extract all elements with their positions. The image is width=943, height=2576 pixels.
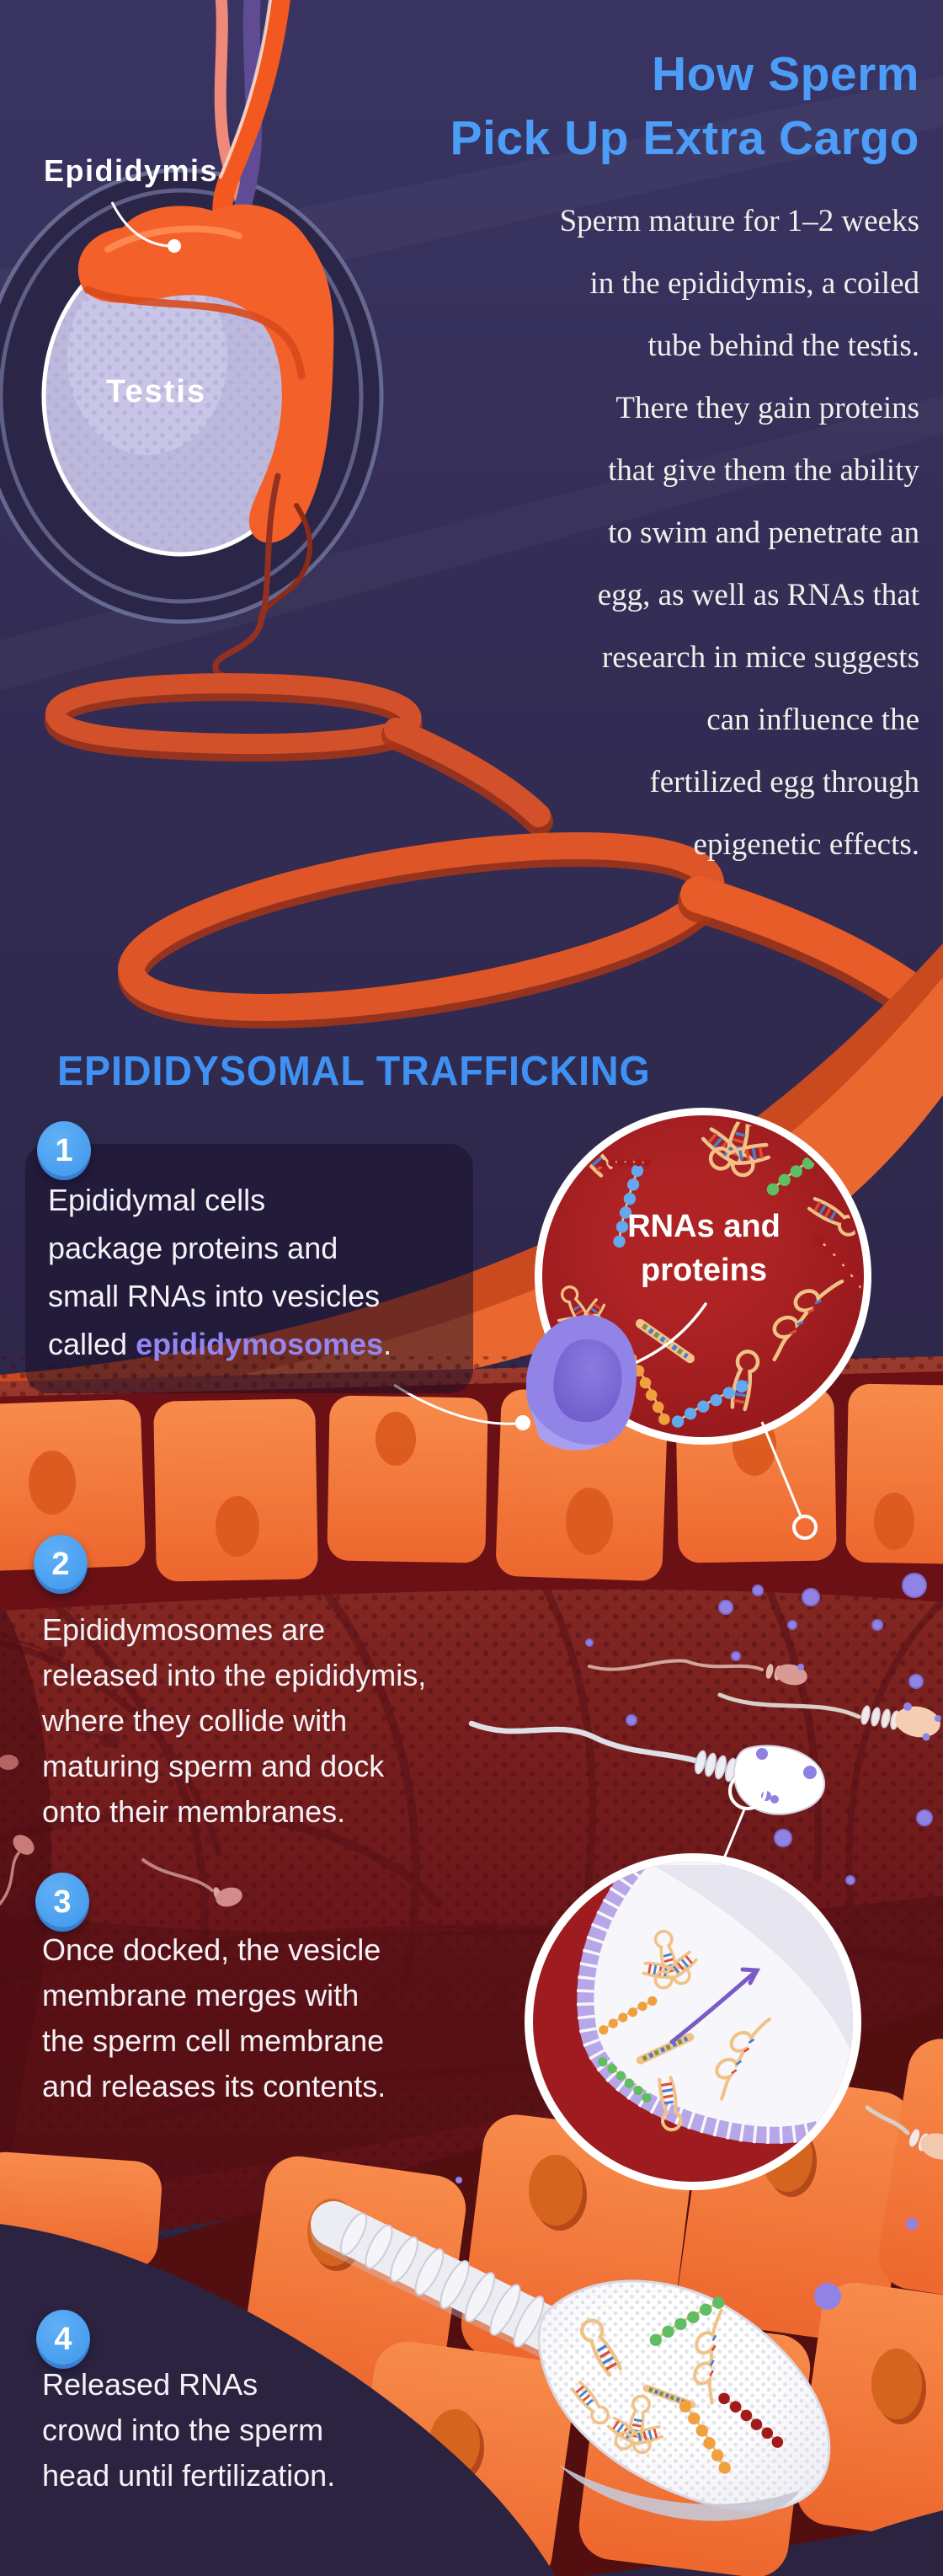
step-1-panel [25,1144,473,1393]
step-1-badge: 1 [37,1121,91,1180]
step-4-text: Released RNAs crowd into the sperm head … [42,2367,336,2493]
intro-paragraph: Sperm mature for 1–2 weeks in the epidid… [559,204,919,862]
step-1-text: Epididymal cells package proteins and sm… [48,1183,392,1361]
fusion-callout-line [722,1809,746,1859]
step-2-number: 2 [51,1546,70,1582]
epididymis-shape [77,204,334,628]
epididymis-label: Epididymis [44,153,219,188]
step-4-number: 4 [54,2321,72,2357]
step-3-number: 3 [53,1884,72,1920]
testis-label: Testis [106,374,207,409]
step-3-badge: 3 [35,1873,89,1932]
page-title: How Sperm Pick Up Extra Cargo [450,47,919,165]
inset-callout-line [760,1421,818,1540]
vesicle-leader-line [393,1383,530,1430]
step-2-text: Epididymosomes are released into the epi… [42,1612,427,1829]
cell-nuclei [29,1412,914,1557]
sperm-silhouettes [0,1631,498,1940]
step-2-badge: 2 [34,1535,88,1594]
epididymosomes-highlight: epididymosomes [136,1327,384,1361]
step-1-number: 1 [55,1132,73,1168]
release-arrow [669,1967,761,2044]
step-4-badge: 4 [36,2310,90,2369]
section-heading: EPIDIDYSOMAL TRAFFICKING [57,1049,651,1094]
epididymosome-vesicle [525,1315,637,1451]
sperm-white-docking [468,1720,825,1815]
magnifier-ring [728,1772,767,1810]
sperm-midpiece-rings [339,2212,545,2348]
sperm-pink-left [0,1755,35,1905]
fusion-inset-circle [525,1809,861,2190]
sperm-head-illustration [311,2177,918,2521]
sperm-beige-right [865,2105,943,2160]
epididymis-leader-line [110,201,181,253]
inset-circle-label: RNAs and proteins [627,1209,781,1288]
step-3-text: Once docked, the vesicle membrane merges… [42,1932,386,2103]
sperm-pink-bottom [141,1858,242,1907]
sperm-pink-small [588,1659,807,1686]
sperm-beige [717,1692,941,1741]
